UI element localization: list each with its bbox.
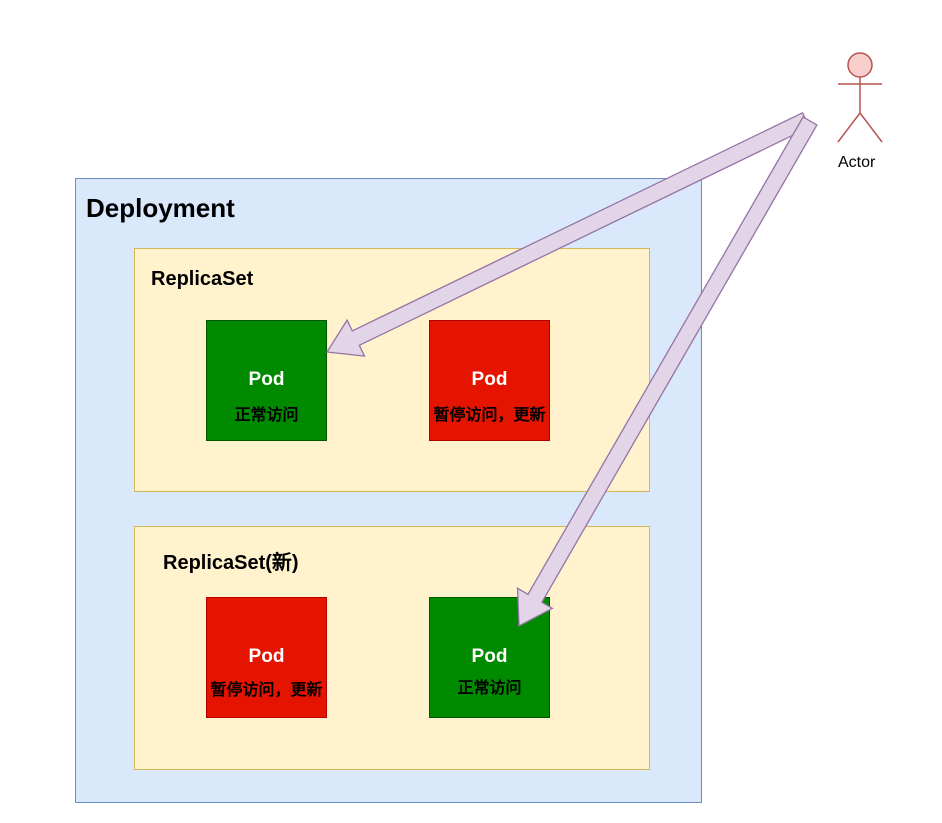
arrow-to-new-active-pod <box>516 116 818 628</box>
pod-old-paused: Pod 暂停访问，更新 <box>429 320 550 441</box>
deployment-label: Deployment <box>86 193 235 223</box>
pod-name: Pod <box>471 646 508 667</box>
pod-old-active: Pod 正常访问 <box>206 320 327 441</box>
pod-name: Pod <box>471 369 508 390</box>
pod-name: Pod <box>248 369 285 390</box>
actor-left-leg <box>837 112 861 143</box>
pod-status: 正常访问 <box>457 678 522 697</box>
pod-status: 暂停访问，更新 <box>433 405 546 424</box>
actor-head <box>847 52 873 78</box>
pod-status: 暂停访问，更新 <box>210 680 323 699</box>
actor-label: Actor <box>838 154 876 171</box>
actor-right-leg <box>859 112 883 143</box>
pod-new-paused: Pod 暂停访问，更新 <box>206 597 327 718</box>
actor-icon <box>837 52 883 143</box>
arrow-to-old-active-pod <box>325 111 811 357</box>
replicaset-new-label: ReplicaSet(新) <box>163 552 299 574</box>
pod-status: 正常访问 <box>234 405 299 424</box>
pod-name: Pod <box>248 646 285 667</box>
replicaset-old-label: ReplicaSet <box>151 268 254 290</box>
